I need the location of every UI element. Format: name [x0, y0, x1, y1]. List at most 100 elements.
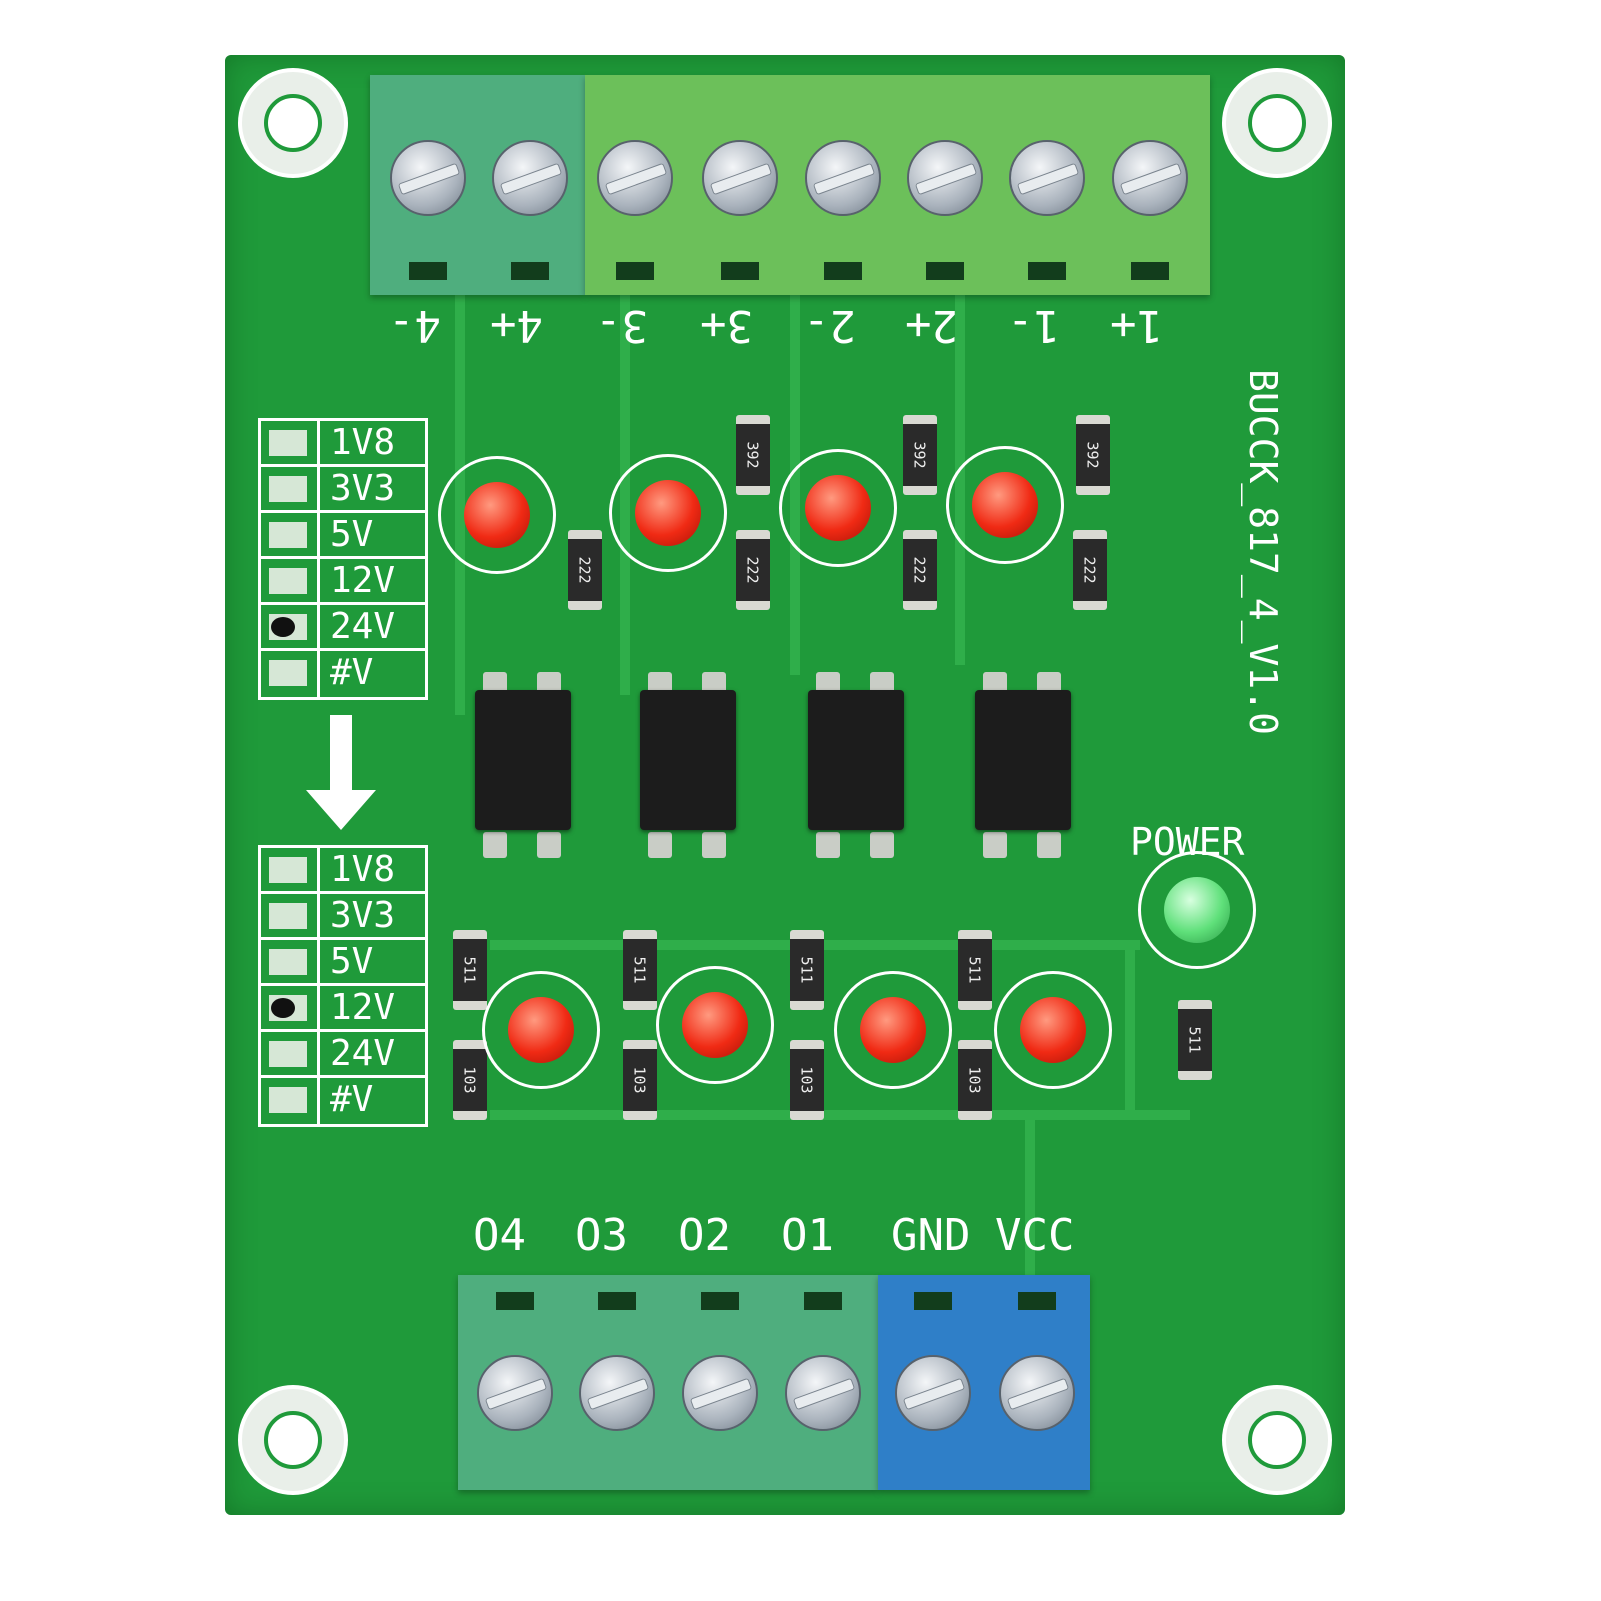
voltage-row: #V — [261, 1078, 425, 1124]
resistor-code: 222 — [1081, 556, 1099, 584]
smd-resistor: 103 — [790, 1040, 824, 1120]
terminal-slot — [616, 262, 654, 280]
led-outline — [779, 449, 897, 567]
terminal-screw — [907, 140, 983, 216]
terminal-slot — [721, 262, 759, 280]
trace — [1025, 1120, 1035, 1280]
terminal-screw — [785, 1355, 861, 1431]
terminal-slot — [1028, 262, 1066, 280]
input-label: 1+ — [1110, 300, 1163, 351]
voltage-cell — [261, 1032, 320, 1075]
resistor-code: 392 — [1084, 441, 1102, 469]
smd-resistor: 392 — [1076, 415, 1110, 495]
terminal-screw — [999, 1355, 1075, 1431]
solder-jumper-pad — [269, 995, 307, 1021]
resistor-code: 103 — [798, 1066, 816, 1094]
terminal-screw — [1009, 140, 1085, 216]
voltage-row: 12V — [261, 559, 425, 605]
smd-resistor: 222 — [568, 530, 602, 610]
led-outline — [609, 454, 727, 572]
smd-resistor: 103 — [958, 1040, 992, 1120]
smd-resistor: 392 — [736, 415, 770, 495]
voltage-cell — [261, 605, 320, 648]
voltage-cell — [261, 467, 320, 510]
power-led — [1164, 877, 1230, 943]
solder-jumper-pad — [269, 857, 307, 883]
led-outline — [946, 446, 1064, 564]
input-label: 2+ — [905, 300, 958, 351]
terminal-screw — [477, 1355, 553, 1431]
input-label: 1- — [1007, 300, 1060, 351]
voltage-label: #V — [330, 652, 374, 693]
voltage-cell — [261, 848, 320, 891]
optocoupler-chip — [475, 690, 571, 830]
terminal-slot — [496, 1292, 534, 1310]
resistor-code: 222 — [576, 556, 594, 584]
led-outline — [994, 971, 1112, 1089]
terminal-slot — [409, 262, 447, 280]
power-label: POWER — [1130, 820, 1245, 864]
output-label: VCC — [995, 1210, 1075, 1261]
voltage-row: 1V8 — [261, 421, 425, 467]
solder-jumper-pad — [269, 614, 307, 640]
mounting-hole — [1222, 1385, 1332, 1495]
voltage-row: 5V — [261, 940, 425, 986]
opto-pin — [648, 832, 672, 858]
input-led — [972, 472, 1038, 538]
arrow-down-icon — [330, 715, 352, 795]
terminal-screw — [702, 140, 778, 216]
terminal-screw — [492, 140, 568, 216]
smd-resistor: 222 — [903, 530, 937, 610]
terminal-screw — [597, 140, 673, 216]
output-led — [860, 997, 926, 1063]
terminal-screw — [579, 1355, 655, 1431]
opto-pin — [816, 832, 840, 858]
smd-resistor: 511 — [1178, 1000, 1212, 1080]
output-led — [1020, 997, 1086, 1063]
terminal-slot — [1131, 262, 1169, 280]
opto-pin — [537, 832, 561, 858]
terminal-slot — [511, 262, 549, 280]
voltage-cell — [261, 651, 320, 697]
solder-jumper-pad — [269, 1041, 307, 1067]
voltage-cell — [261, 421, 320, 464]
voltage-label: 24V — [330, 606, 396, 647]
smd-resistor: 392 — [903, 415, 937, 495]
output-label: GND — [891, 1210, 971, 1261]
output-label: O1 — [781, 1210, 834, 1261]
opto-pin — [483, 832, 507, 858]
smd-resistor: 511 — [623, 930, 657, 1010]
solder-jumper-pad — [269, 430, 307, 456]
mounting-hole — [238, 68, 348, 178]
output-label: O3 — [575, 1210, 628, 1261]
voltage-cell — [261, 894, 320, 937]
voltage-cell — [261, 986, 320, 1029]
solder-jumper-pad — [269, 476, 307, 502]
terminal-screw — [390, 140, 466, 216]
terminal-slot — [598, 1292, 636, 1310]
input-led — [635, 480, 701, 546]
board-name: BUCCK_817_4_V1.0 — [1241, 368, 1286, 736]
voltage-row: 3V3 — [261, 467, 425, 513]
led-outline — [834, 971, 952, 1089]
voltage-label: 3V3 — [330, 895, 396, 936]
resistor-code: 392 — [744, 441, 762, 469]
led-outline — [1138, 851, 1256, 969]
resistor-code: 103 — [461, 1066, 479, 1094]
voltage-row: 24V — [261, 605, 425, 651]
solder-jumper-pad — [269, 522, 307, 548]
opto-pin — [983, 832, 1007, 858]
resistor-code: 511 — [631, 956, 649, 984]
smd-resistor: 222 — [1073, 530, 1107, 610]
led-outline — [482, 971, 600, 1089]
input-led — [805, 475, 871, 541]
resistor-code: 511 — [798, 956, 816, 984]
voltage-label: 12V — [330, 987, 396, 1028]
voltage-label: 3V3 — [330, 468, 396, 509]
voltage-row: 24V — [261, 1032, 425, 1078]
resistor-code: 511 — [461, 956, 479, 984]
solder-jumper-pad — [269, 949, 307, 975]
resistor-code: 511 — [966, 956, 984, 984]
